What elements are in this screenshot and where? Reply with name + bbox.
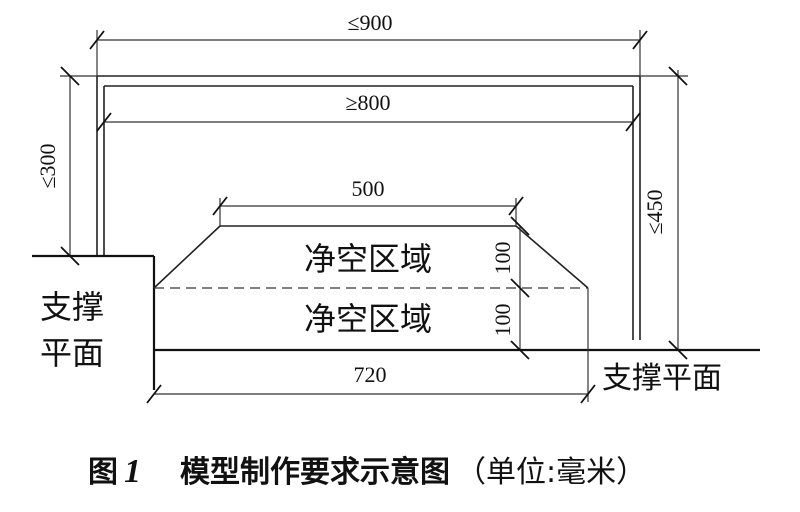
clearance-zone-outline bbox=[153, 225, 589, 289]
dimension-right-height-label: ≤450 bbox=[642, 189, 667, 234]
dimension-upper-zone-label: 100 bbox=[490, 242, 515, 275]
dimension-top-width-label: ≤900 bbox=[347, 10, 392, 35]
left-support-label-line2: 平面 bbox=[40, 334, 104, 372]
left-support-block bbox=[32, 254, 156, 390]
dimension-bottom-width-label: 720 bbox=[354, 362, 387, 387]
left-support-label-line1: 支撑 bbox=[40, 288, 104, 326]
dimension-clearance-top-label: 500 bbox=[352, 176, 385, 201]
figure-caption: 图 1 模型制作要求示意图 （单位:毫米） bbox=[88, 453, 646, 490]
right-support-label: 支撑平面 bbox=[602, 361, 722, 396]
dimension-zone-heights: 100 100 bbox=[490, 216, 530, 360]
dimension-lower-zone-label: 100 bbox=[490, 304, 515, 337]
figure-label: 图 bbox=[88, 455, 118, 490]
dimension-inner-width: ≥800 bbox=[96, 90, 641, 132]
dimension-top-width: ≤900 bbox=[89, 10, 648, 76]
right-support-plane bbox=[154, 288, 760, 402]
frame bbox=[96, 75, 641, 340]
dimension-clearance-top: 500 bbox=[212, 176, 524, 226]
dimension-bottom-width: 720 bbox=[146, 362, 596, 404]
dimension-left-height-label: ≤300 bbox=[35, 143, 60, 188]
dimension-right-height: ≤450 bbox=[640, 66, 688, 360]
figure-title: 模型制作要求示意图 bbox=[180, 455, 450, 490]
clearance-zone-upper-label: 净空区域 bbox=[304, 240, 432, 278]
dimension-inner-width-label: ≥800 bbox=[345, 90, 390, 115]
figure-unit-note: （单位:毫米） bbox=[456, 455, 646, 490]
figure-number: 1 bbox=[124, 453, 141, 490]
clearance-zone-lower-label: 净空区域 bbox=[304, 300, 432, 338]
dimension-left-height: ≤300 bbox=[35, 66, 97, 266]
